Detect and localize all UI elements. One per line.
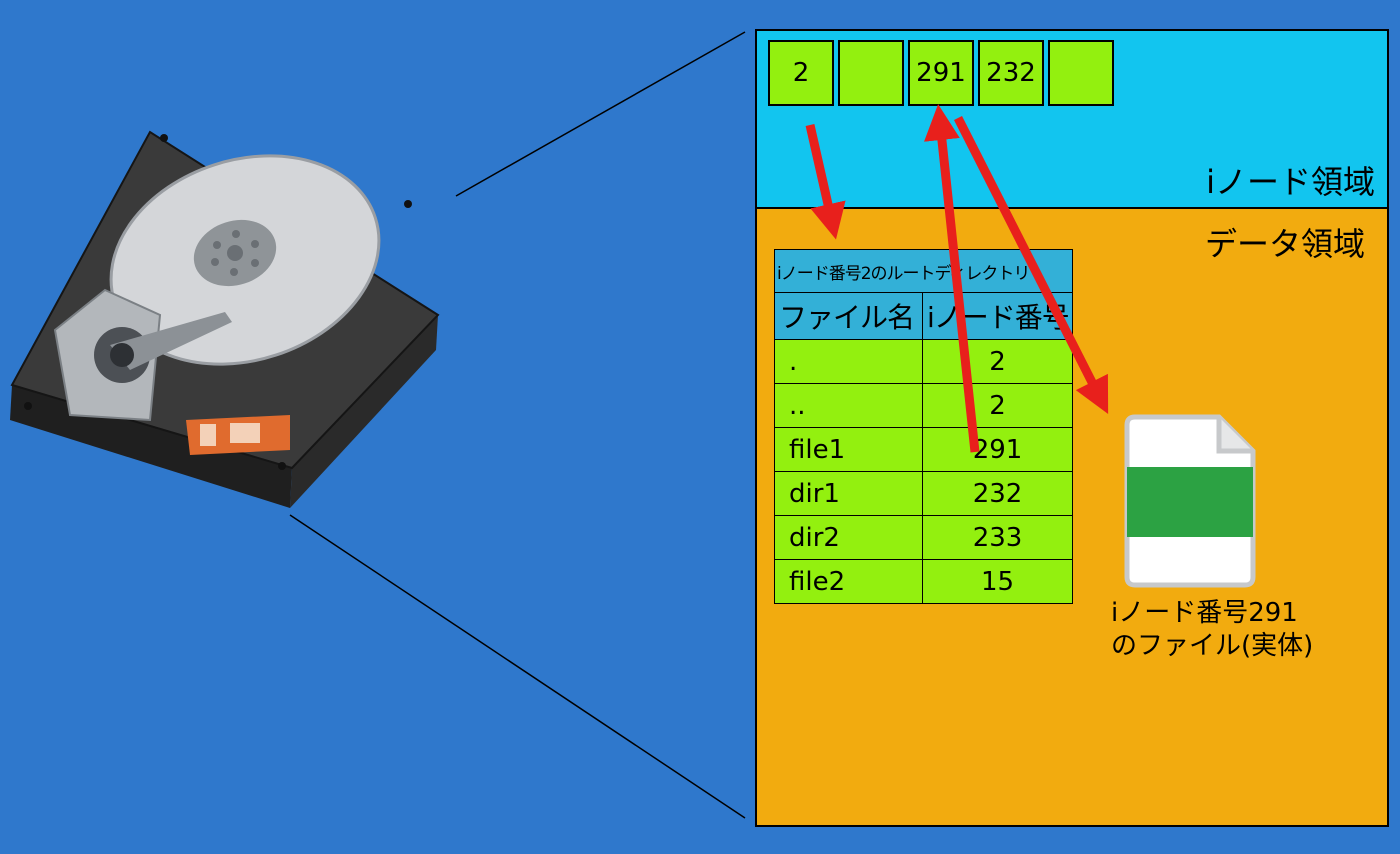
header-filename: ファイル名 <box>774 292 923 340</box>
file-caption: iノード番号291 のファイル(実体) <box>1111 597 1313 663</box>
row-inode: 2 <box>921 339 1074 384</box>
inode-cell <box>1048 40 1114 106</box>
inode-cell: 2 <box>768 40 834 106</box>
table-row: file1 291 <box>774 427 1074 472</box>
file-caption-line1: iノード番号291 <box>1111 598 1298 628</box>
table-row: .. 2 <box>774 383 1074 428</box>
inode-area-label: iノード領域 <box>1206 163 1375 201</box>
directory-caption: iノード番号2のルートディレクトリ <box>773 249 1074 293</box>
hard-disk-icon <box>10 130 440 508</box>
inode-area: 2 291 232 iノード領域 <box>757 31 1387 209</box>
table-row: file2 15 <box>774 559 1074 604</box>
row-name: file2 <box>774 559 923 604</box>
inode-cell: 232 <box>978 40 1044 106</box>
row-inode: 233 <box>921 515 1074 560</box>
row-inode: 15 <box>921 559 1074 604</box>
row-name: . <box>774 339 923 384</box>
row-inode: 2 <box>921 383 1074 428</box>
row-name: dir1 <box>774 471 923 516</box>
root-directory-table: iノード番号2のルートディレクトリ ファイル名 iノード番号 . 2 .. 2 … <box>773 249 1074 604</box>
row-name: dir2 <box>774 515 923 560</box>
disk-layout-panel: 2 291 232 iノード領域 データ領域 iノード番号2のルートディレクトリ… <box>755 29 1389 827</box>
data-area-label: データ領域 <box>1204 225 1365 263</box>
inode-cell: 291 <box>908 40 974 106</box>
header-inode: iノード番号 <box>921 292 1074 340</box>
table-row: dir2 233 <box>774 515 1074 560</box>
inode-cell <box>838 40 904 106</box>
table-row: dir1 232 <box>774 471 1074 516</box>
table-row: . 2 <box>774 339 1074 384</box>
file-caption-line2: のファイル(実体) <box>1111 631 1314 661</box>
row-inode: 232 <box>921 471 1074 516</box>
row-name: file1 <box>774 427 923 472</box>
document-file-icon <box>1124 414 1256 588</box>
row-inode: 291 <box>921 427 1074 472</box>
row-name: .. <box>774 383 923 428</box>
